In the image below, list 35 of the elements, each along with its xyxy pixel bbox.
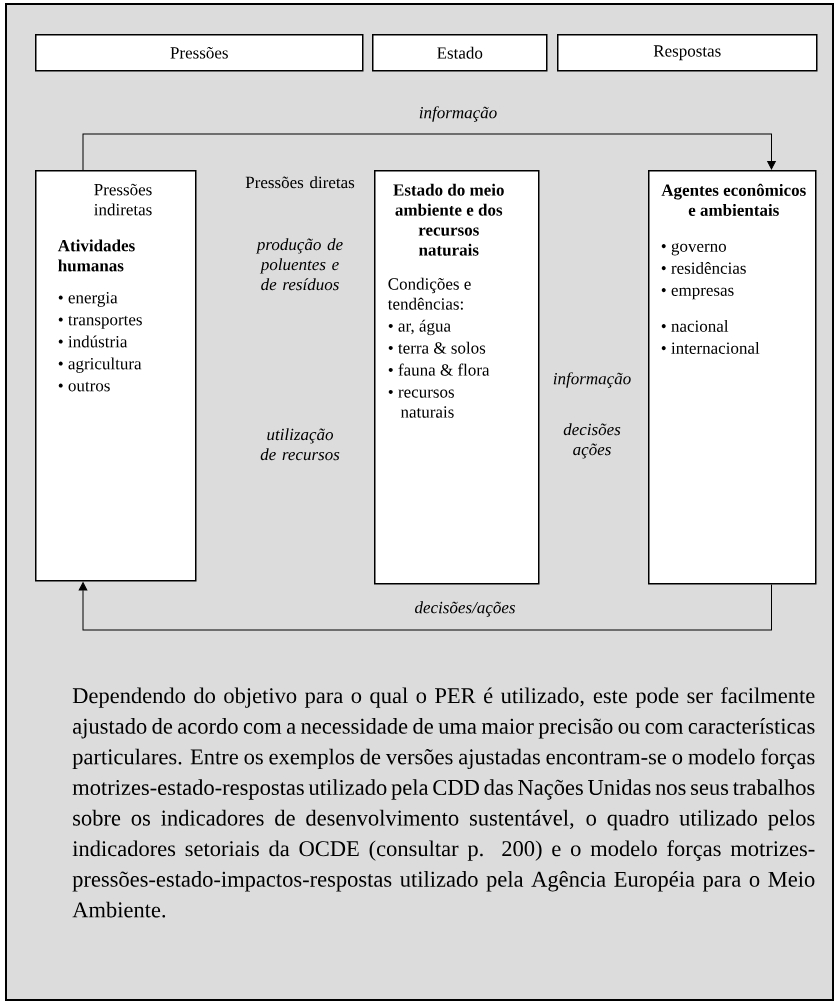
flow-label: utilização de recursos [260,428,340,461]
side-label: Pressões diretas [245,176,355,189]
header-box: Pressões [35,34,364,72]
panel-box [35,170,197,582]
panel-text: Condições e tendências: [387,277,471,310]
bullet-item: • agricultura [58,357,142,373]
bullet-item: • residências [661,261,746,274]
connector-arrow [78,582,772,631]
header-box: Respostas [557,34,818,72]
connector-arrow [82,133,776,171]
bullet-item: • outros [58,381,110,392]
flow-label: produção de poluentes e de resíduos [255,238,343,291]
bullet-item: • transportes [58,315,142,329]
bullet-item: • fauna & flora [388,363,490,376]
flow-label: informação [553,372,631,388]
bullet-item: • energia [58,291,118,307]
panel-heading: Atividades humanas [57,239,135,272]
flow-label: decisões ações [563,423,621,459]
bullet-item: • indústria [58,335,128,348]
panel-heading: Agentes econômicos e ambientais [661,183,806,216]
subheading: Pressões indiretas [94,183,152,216]
header-box: Estado [372,34,548,72]
bullet-item: • recursos naturais [388,389,454,418]
edge-label: informação [416,104,500,124]
bullet-item: • internacional [661,341,760,354]
bullet-item: • ar, água [388,319,451,336]
bullet-item: • governo [661,243,726,256]
bullet-item: • nacional [661,319,729,332]
panel-heading: Estado do meio ambiente e dos recursos naturais [393,183,504,256]
bullet-item: • terra & solos [388,341,486,354]
panel-box [374,170,540,585]
panel-box [648,170,817,585]
edge-label: decisões/ações [412,599,518,619]
body-paragraph: Dependendo do objetivo para o qual o PER é utilizado, este pode ser facilmente ajustado de acordo com a necessidade de uma maior precisão ou com características particulares. Entre os exemplos de versões ajustadas encontram-se o modelo forças motrizes-estado-respostas utilizado pela CDD das Nações Unidas nos seus trabalhos sobre os indicadores de desenvolvimento sustentável, o quadro utilizado pelos indicadores setoriais da OCDE (consultar p. 200) e o modelo forças motrizes-pressões-estado-impactos-respostas utilizado pela Agência Européia para o Meio Ambiente. [72,687,815,918]
bullet-item: • empresas [661,287,734,300]
